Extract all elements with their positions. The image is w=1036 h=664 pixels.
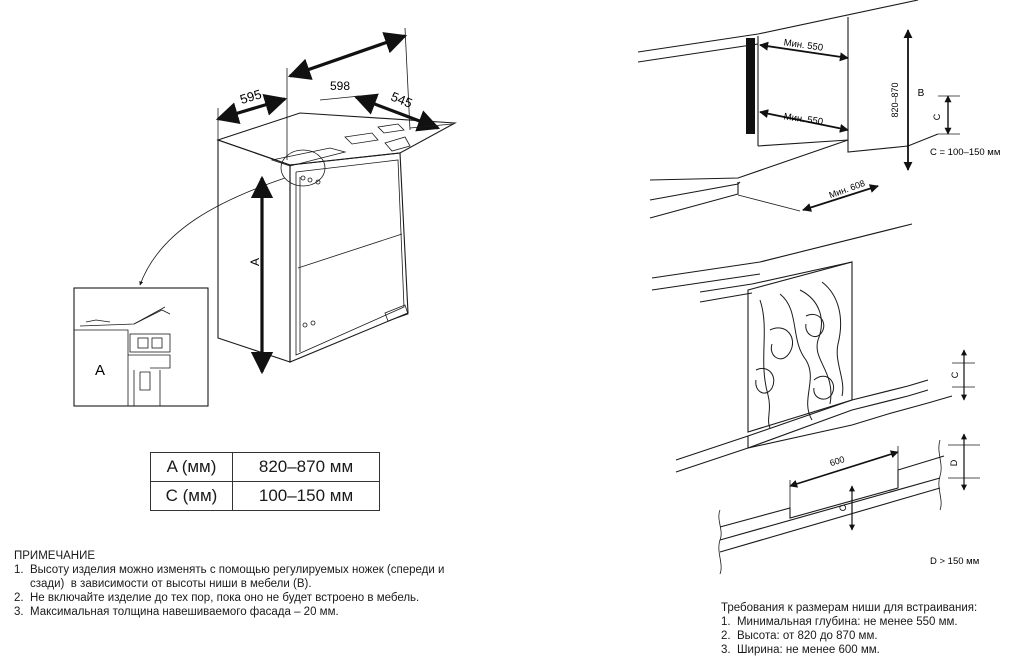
requirements-title: Требования к размерам ниши для встраиван… — [721, 602, 978, 614]
niche-top-drawing: Мин. 550 Мин. 550 Мин. 608 820–870 B C C… — [637, 0, 1000, 219]
d-condition-label: D > 150 мм — [930, 556, 979, 567]
table-cell-value: 100–150 мм — [232, 481, 380, 511]
detail-box: A — [73, 287, 209, 407]
dim-598-label: 598 — [330, 79, 350, 93]
note-item: 3. Максимальная толщина навешиваемого фа… — [14, 606, 339, 618]
label-c-lower: C — [838, 504, 848, 511]
dimension-table: A (мм) 820–870 мм C (мм) 100–150 мм — [150, 452, 380, 511]
min-550-top-label: Мин. 550 — [783, 37, 824, 53]
notes-title: ПРИМЕЧАНИЕ — [14, 550, 96, 562]
detail-a-label: A — [95, 362, 105, 379]
notes-block: ПРИМЕЧАНИЕ 1. Высоту изделия можно измен… — [14, 549, 444, 619]
min-550-bottom-label: Мин. 550 — [783, 111, 824, 127]
dim-545-label: 545 — [389, 89, 415, 111]
note-item: сзади) в зависимости от высоты ниши в ме… — [14, 578, 312, 590]
height-range-label: 820–870 — [890, 82, 900, 117]
label-b: B — [918, 88, 925, 99]
dim-595-label: 595 — [238, 86, 263, 107]
label-c-top: C — [932, 113, 942, 120]
table-row: C (мм) 100–150 мм — [150, 481, 380, 511]
table-cell-value: 820–870 мм — [232, 452, 380, 482]
niche-bottom-drawing: C D C 600 D > 150 мм — [651, 223, 980, 575]
table-cell-label: A (мм) — [150, 452, 233, 482]
requirement-item: 1. Минимальная глубина: не менее 550 мм. — [721, 616, 958, 628]
width-600-label: 600 — [828, 454, 845, 468]
min-608-label: Мин. 608 — [828, 178, 867, 200]
c-range-label: C = 100–150 мм — [930, 147, 1000, 158]
label-c-upper: C — [950, 371, 960, 378]
requirement-item: 3. Ширина: не менее 600 мм. — [721, 644, 880, 656]
requirement-item: 2. Высота: от 820 до 870 мм. — [721, 630, 878, 642]
note-item: 2. Не включайте изделие до тех пор, пока… — [14, 592, 420, 604]
table-row: A (мм) 820–870 мм — [150, 452, 380, 482]
fridge-drawing: 595 598 545 A — [139, 27, 457, 375]
table-cell-label: C (мм) — [150, 481, 233, 511]
dim-a-label: A — [248, 258, 262, 266]
requirements-block: Требования к размерам ниши для встраиван… — [721, 601, 977, 657]
label-d: D — [949, 459, 959, 466]
note-item: 1. Высоту изделия можно изменять с помощ… — [14, 564, 445, 576]
